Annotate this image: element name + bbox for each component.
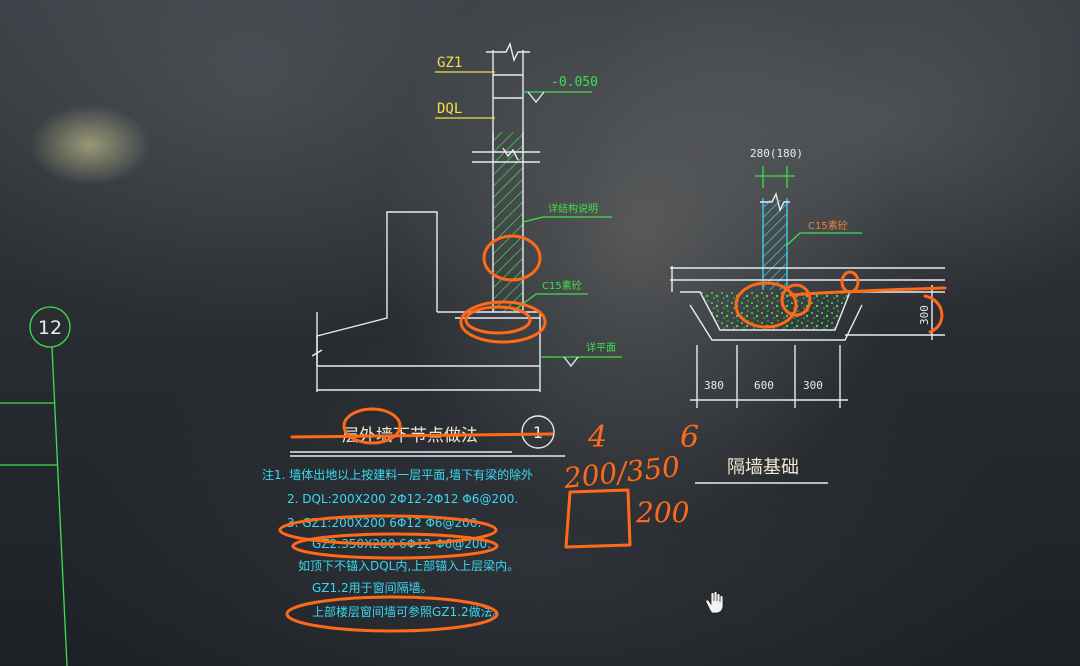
footing-outline [316,211,438,366]
annotation-strike [290,432,554,439]
partition-title: 隔墙基础 [727,457,799,478]
annotation-circle [840,270,860,294]
trench-outline-outer [689,304,863,341]
note-line: GZ1.2用于窗间隔墙。 [312,581,433,595]
dql-label: DQL [437,101,462,117]
concrete-leader-right [785,232,862,247]
annotation-circle [459,300,547,344]
notes-block: 注1. 墙体出地以上按建料一层平面,墙下有梁的除外 2. DQL:200X200… [262,467,533,619]
concrete-note-right: C15素砼 [808,219,848,232]
annotation-circle [291,532,499,560]
dim-380: 380 [704,379,724,392]
exterior-wall-detail: GZ1 DQL -0.050 详结构说明 C15素砼 详平面 [311,41,622,392]
width-dimension: 280(180) [750,147,803,160]
wall-note: 详结构说明 [548,202,598,215]
annotation-circle [734,281,798,329]
dim-300: 300 [803,379,823,392]
height-dimension: 300 [918,305,931,325]
handwritten-size-a: 200/350 [561,450,681,495]
ground-elevation-symbol [563,356,579,368]
annotation-circle [342,407,402,445]
detail-number: 1 [533,423,543,442]
handwritten-size-b: 200 [635,496,689,529]
detail-number-bubble [521,415,555,449]
annotation-circle [482,234,542,282]
gz1-label: GZ1 [437,55,462,71]
wall-hatch [493,132,523,312]
annotation-arc [923,294,944,334]
handwritten-4: 4 [587,420,607,455]
partition-wall-hatch [763,200,787,290]
note-line: 注1. 墙体出地以上按建料一层平面,墙下有梁的除外 [262,467,533,482]
note-line: 如顶下不锚入DQL内,上部锚入上层梁内。 [298,558,519,573]
dim-tick [311,349,323,357]
annotation-line [788,286,947,297]
note-line: 3. GZ1:200X200 6Φ12 Φ6@200. [287,516,481,530]
annotation-square [564,488,632,549]
ground-note: 详平面 [586,341,616,354]
wall-note-leader [522,216,612,223]
break-symbol [502,147,519,161]
note-line: 2. DQL:200X200 2Φ12-2Φ12 Φ6@200. [287,492,518,506]
concrete-fill [700,292,850,330]
annotation-circle [285,595,499,633]
handwritten-6: 6 [680,420,699,455]
hand-cursor-icon [705,591,724,614]
note-line: 上部楼层窗间墙可参照GZ1.2做法。 [312,604,505,619]
concrete-note-left: C15素砼 [542,279,582,292]
partition-footing-detail: 280(180) C15素砼 300 380 600 300 [670,147,945,408]
elevation-text: -0.050 [551,75,598,90]
annotation-circle [464,305,532,335]
annotation-circle [780,283,812,317]
grid-axis-12: 12 [0,306,71,666]
elevation-symbol [527,91,545,104]
axis-line [51,346,68,666]
break-symbol [760,191,790,213]
axis-label: 12 [38,317,62,339]
annotation-circle [278,514,498,546]
concrete-leader-left [511,293,588,313]
break-symbol [486,41,530,63]
axis-bubble [29,306,71,348]
dim-600: 600 [754,379,774,392]
